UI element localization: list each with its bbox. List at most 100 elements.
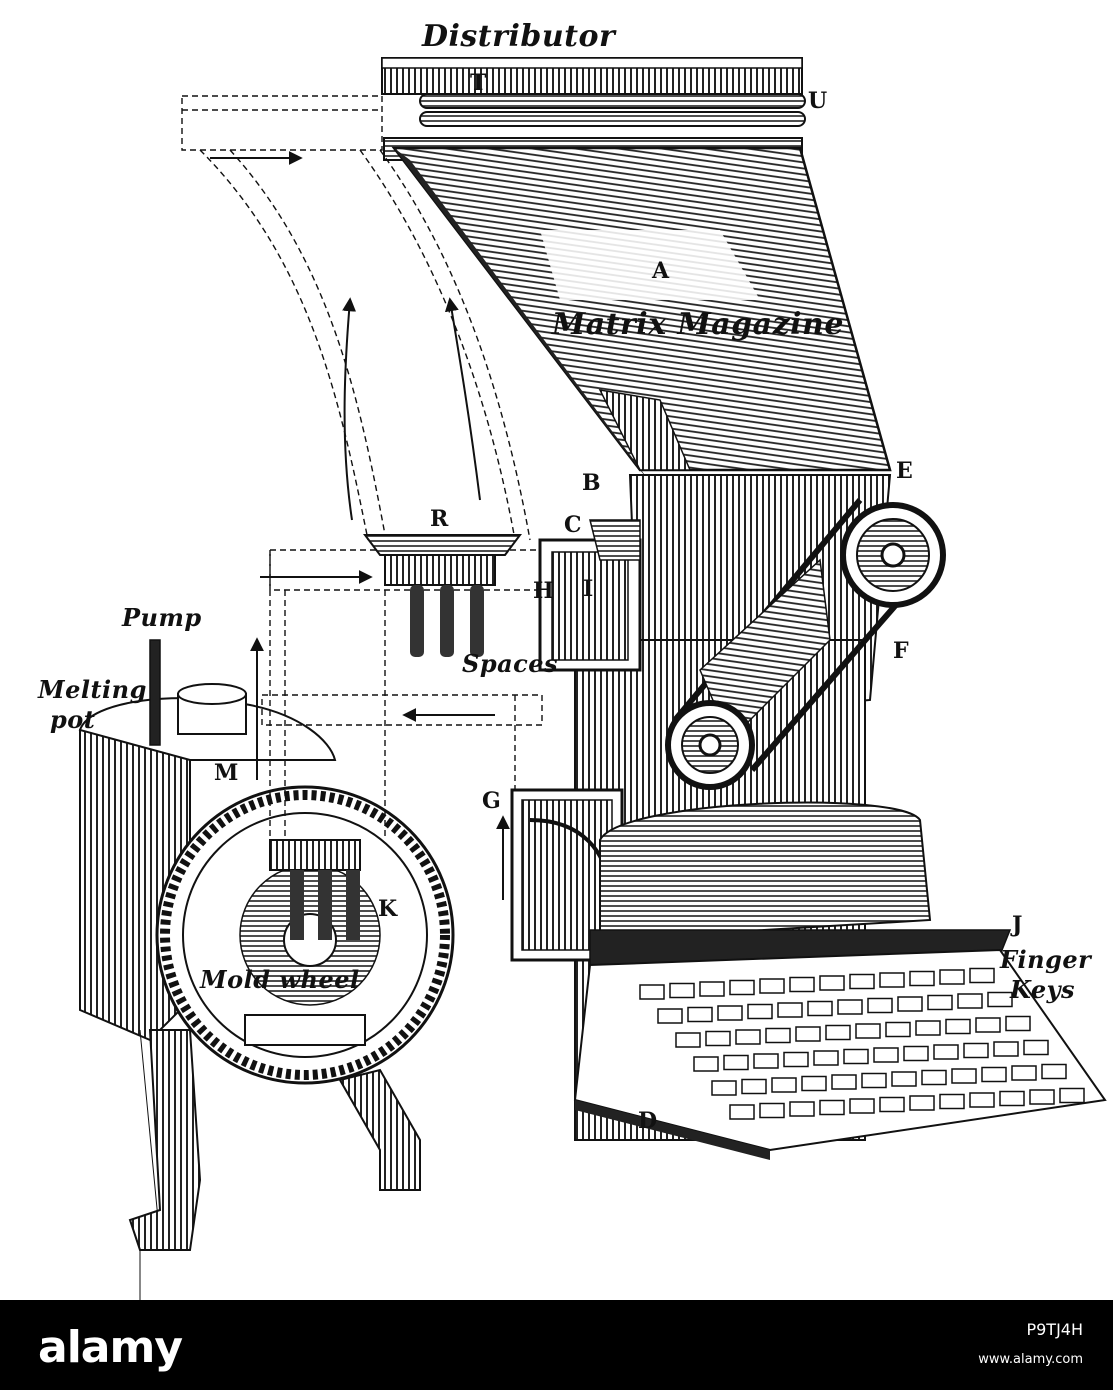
finger-key: [849, 1098, 875, 1114]
finger-key: [753, 1053, 779, 1069]
label-spaces: Spaces: [462, 649, 559, 678]
finger-key: [813, 1050, 839, 1066]
finger-key: [831, 1074, 857, 1090]
diagram-drawing: [78, 57, 1107, 1300]
distributor-bar: [381, 57, 806, 161]
finger-key: [723, 1054, 749, 1071]
label-E: E: [896, 458, 913, 484]
finger-key: [933, 1044, 959, 1060]
finger-key: [825, 1024, 851, 1041]
finger-key: [693, 1056, 719, 1072]
finger-key: [807, 1000, 833, 1017]
finger-key: [987, 991, 1013, 1008]
flow-arrow-curve-2: [444, 297, 481, 501]
finger-keys-grid: [639, 967, 1085, 1120]
finger-key: [927, 994, 953, 1011]
label-B: B: [582, 470, 601, 496]
label-matrix-magazine: Matrix Magazine: [552, 307, 844, 342]
belt-drive: [665, 498, 946, 790]
label-A: A: [652, 258, 670, 284]
label-melting: Melting: [38, 675, 147, 704]
finger-key: [789, 1101, 815, 1117]
finger-key: [1041, 1063, 1067, 1080]
finger-key: [939, 969, 965, 985]
label-M: M: [214, 760, 239, 786]
finger-key: [981, 1066, 1007, 1083]
finger-key: [777, 1002, 803, 1018]
finger-key: [909, 1095, 935, 1111]
label-F: F: [893, 638, 909, 664]
finger-key: [759, 978, 785, 994]
distributor-dashed-path: [181, 95, 531, 541]
keyboard: [573, 801, 1107, 1160]
pump-rod: [149, 639, 161, 746]
finger-key: [747, 1003, 773, 1020]
finger-key: [729, 1104, 755, 1120]
label-R: R: [430, 506, 449, 532]
finger-key: [759, 1102, 785, 1119]
finger-key: [945, 1018, 971, 1035]
label-C: C: [564, 512, 582, 538]
label-H: H: [533, 578, 554, 604]
watermark-footer: alamy P9TJ4H www.alamy.com: [0, 1300, 1113, 1390]
site-url: www.alamy.com: [978, 1352, 1083, 1367]
finger-key: [897, 996, 923, 1012]
finger-key: [735, 1029, 761, 1045]
finger-key: [699, 981, 725, 997]
label-J: J: [1012, 912, 1023, 938]
label-D: D: [638, 1108, 658, 1134]
finger-key: [885, 1021, 911, 1038]
finger-key: [705, 1030, 731, 1047]
finger-key: [921, 1069, 947, 1086]
finger-key: [861, 1072, 887, 1089]
finger-key: [903, 1045, 929, 1062]
finger-key: [975, 1017, 1001, 1033]
assembler-frame: [538, 519, 642, 672]
finger-key: [741, 1078, 767, 1095]
finger-key: [963, 1042, 989, 1059]
label-mold-wheel: Mold wheel: [200, 965, 360, 994]
finger-key: [939, 1093, 965, 1110]
matrix-magazine: [391, 146, 892, 482]
flow-arrow-curve-1: [342, 297, 357, 521]
finger-key: [711, 1080, 737, 1096]
mold-wheel: [155, 785, 455, 1085]
finger-key: [837, 999, 863, 1015]
finger-key: [789, 976, 815, 993]
finger-key: [765, 1027, 791, 1044]
label-T: T: [470, 70, 487, 96]
finger-key: [1011, 1065, 1037, 1081]
slug-carrier: [363, 534, 522, 657]
image-id: P9TJ4H: [1026, 1320, 1083, 1339]
finger-key: [795, 1026, 821, 1042]
finger-key: [855, 1023, 881, 1039]
label-K: K: [378, 896, 398, 922]
finger-key: [1029, 1089, 1055, 1105]
finger-key: [957, 993, 983, 1009]
finger-key: [783, 1051, 809, 1068]
finger-key: [999, 1090, 1025, 1107]
finger-key: [993, 1041, 1019, 1057]
finger-key: [1023, 1039, 1049, 1056]
label-I: I: [583, 576, 594, 602]
finger-key: [771, 1077, 797, 1093]
finger-key: [1059, 1087, 1085, 1104]
finger-key: [879, 972, 905, 988]
finger-key: [687, 1006, 713, 1023]
finger-key: [873, 1047, 899, 1063]
finger-key: [951, 1068, 977, 1084]
finger-key: [909, 970, 935, 987]
finger-key: [675, 1032, 701, 1048]
finger-key: [969, 967, 995, 984]
finger-key: [819, 1099, 845, 1116]
finger-key: [843, 1048, 869, 1065]
brand-logo: alamy: [38, 1322, 183, 1373]
finger-key: [915, 1020, 941, 1036]
label-finger: Finger: [1000, 945, 1092, 974]
label-G: G: [482, 788, 501, 814]
finger-key: [639, 984, 665, 1000]
finger-key: [891, 1071, 917, 1087]
finger-key: [801, 1075, 827, 1092]
finger-key: [819, 975, 845, 991]
label-U: U: [808, 88, 828, 114]
